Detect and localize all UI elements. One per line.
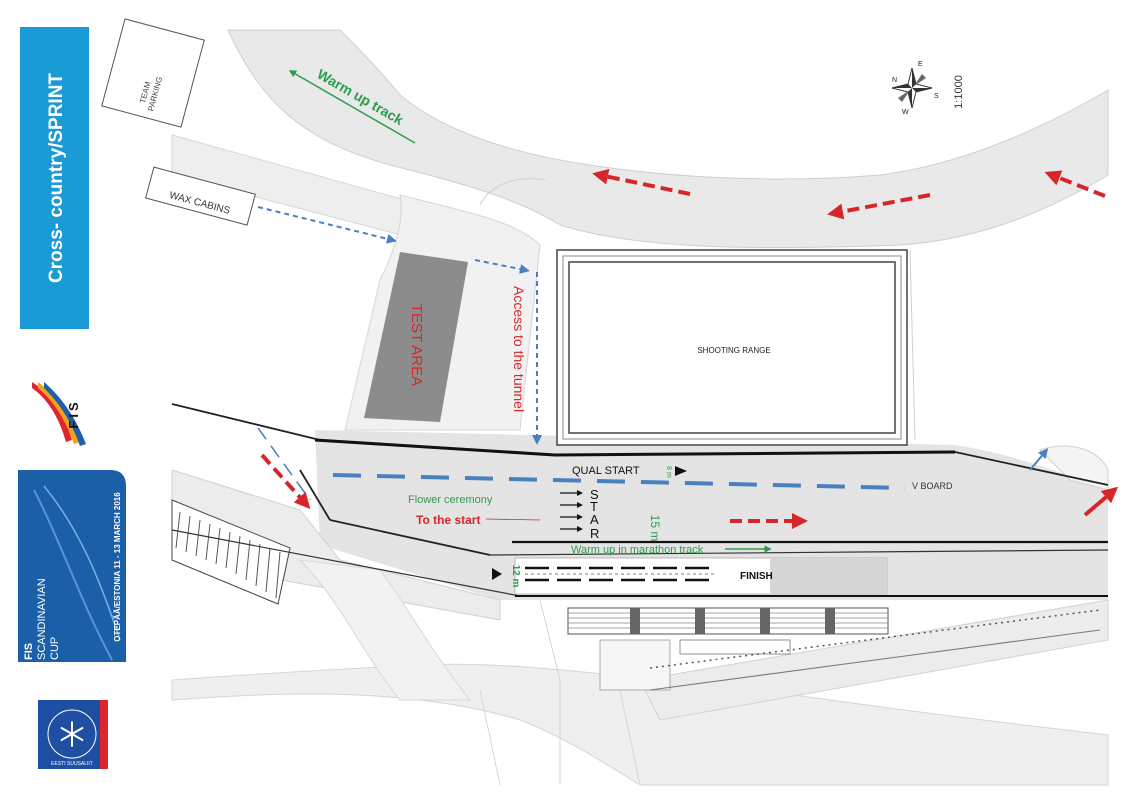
start-distance-label: 15 m bbox=[648, 515, 662, 542]
start-letter: A bbox=[590, 512, 599, 527]
terrain-line bbox=[479, 178, 546, 206]
qual-start-distance: 8 m bbox=[665, 466, 672, 478]
v-board-label: V BOARD bbox=[912, 481, 953, 491]
finish-grandstand bbox=[567, 607, 1101, 691]
start-letter: R bbox=[590, 526, 599, 541]
compass-w: W bbox=[902, 109, 909, 116]
terrain-line bbox=[479, 689, 501, 786]
test-area: TEST AREA bbox=[364, 252, 468, 422]
start-letters: S T A R bbox=[590, 487, 599, 541]
warm-up-marathon-label: Warm up in marathon track bbox=[571, 544, 704, 556]
qual-start-arrow-icon bbox=[675, 466, 687, 476]
to-start-pointer bbox=[485, 518, 541, 521]
start-letter: S bbox=[590, 487, 599, 502]
event-line1: SCANDINAVIAN bbox=[36, 578, 48, 660]
test-area-label: TEST AREA bbox=[408, 304, 425, 386]
start-lane-arrows bbox=[560, 490, 583, 532]
access-tunnel-label: Access to the tunnel bbox=[511, 286, 527, 412]
sidebar-title: Cross- country/SPRINT bbox=[46, 73, 67, 283]
compass-n: N bbox=[892, 77, 897, 84]
lower-curve-road bbox=[298, 559, 472, 701]
flower-ceremony-label: Flower ceremony bbox=[408, 494, 493, 506]
stands-left bbox=[171, 499, 291, 605]
terrain-line bbox=[909, 249, 916, 441]
scale-label: 1:1000 bbox=[953, 75, 965, 109]
right-mound bbox=[1039, 445, 1109, 491]
blue-routes bbox=[257, 206, 1049, 501]
finish-label: FINISH bbox=[740, 571, 773, 582]
compass-rose-icon: N E S W bbox=[891, 61, 939, 116]
fis-logo: FIS bbox=[32, 382, 86, 446]
snowflake-icon bbox=[60, 721, 84, 747]
start-letter: T bbox=[590, 499, 598, 514]
green-arrows bbox=[288, 70, 772, 553]
sidebar: Cross- country/SPRINT FIS OTEPÄÄ/ESTONIA… bbox=[18, 27, 126, 769]
sidebar-title-panel bbox=[20, 27, 89, 329]
event-dates: OTEPÄÄ/ESTONIA 11 - 13 MARCH 2016 bbox=[113, 492, 122, 642]
federation-logo-text: EESTI SUUSALIIT bbox=[51, 761, 93, 767]
upper-road bbox=[227, 29, 1109, 249]
track-lines bbox=[171, 403, 1109, 597]
federation-logo: EESTI SUUSALIIT bbox=[38, 700, 108, 769]
event-badge: OTEPÄÄ/ESTONIA 11 - 13 MARCH 2016 FIS SC… bbox=[18, 470, 126, 662]
finish-arrow-icon bbox=[492, 568, 502, 580]
to-the-start-label: To the start bbox=[416, 513, 480, 527]
red-direction-arrows bbox=[260, 168, 1119, 529]
terrain-line bbox=[619, 689, 641, 786]
qual-start-label: QUAL START bbox=[572, 465, 640, 477]
shooting-range: SHOOTING RANGE bbox=[556, 249, 908, 446]
compass-e: E bbox=[918, 61, 923, 68]
shooting-range-label: SHOOTING RANGE bbox=[697, 346, 770, 355]
stadium-area bbox=[315, 430, 1108, 600]
finish-distance-label: 12 m bbox=[510, 565, 521, 588]
team-parking-building: TEAM PARKING bbox=[101, 18, 205, 128]
event-line2: CUP bbox=[49, 637, 61, 660]
fis-logo-text: FIS bbox=[66, 399, 81, 428]
event-brand: FIS bbox=[23, 643, 35, 660]
terrain-line bbox=[539, 599, 561, 785]
compass-s: S bbox=[934, 93, 939, 100]
